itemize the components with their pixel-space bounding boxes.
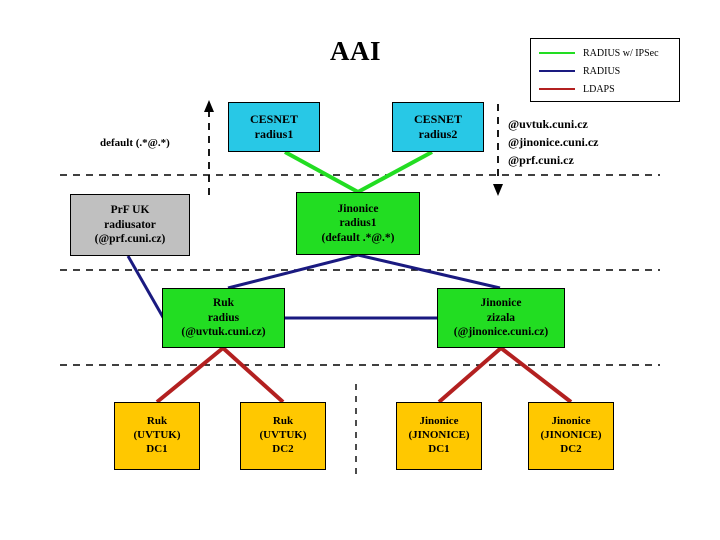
link-ipsec-cesnet1-jinonice [284, 150, 359, 194]
node-prf-uk-radiusator: PrF UK radiusator (@prf.cuni.cz) [70, 194, 190, 256]
legend-item-radius: RADIUS [531, 62, 679, 80]
node-line: radius2 [418, 127, 458, 141]
link-ldaps-jinonice-dc2 [499, 346, 573, 404]
node-line: radiusator [104, 218, 156, 231]
node-line: (default .*@.*) [321, 231, 395, 244]
link-ipsec-cesnet2-jinonice [357, 150, 433, 194]
link-radius-jinonice-zizala [357, 253, 501, 290]
node-line: Jinonice [419, 415, 459, 428]
domain-jinonice: @jinonice.cuni.cz [508, 135, 599, 149]
node-line: (UVTUK) [133, 429, 181, 442]
page-title: AAI [330, 36, 382, 66]
legend: RADIUS w/ IPSec RADIUS LDAPS [530, 38, 680, 102]
node-line: radius [207, 311, 240, 324]
legend-label-radius: RADIUS [583, 65, 621, 77]
node-line: PrF UK [110, 204, 150, 217]
link-radius-jinonice-ruk [227, 253, 359, 290]
domain-uvtuk: @uvtuk.cuni.cz [508, 117, 588, 131]
node-cesnet-radius1: CESNET radius1 [228, 102, 320, 152]
node-line: zizala [486, 311, 516, 324]
node-jinonice-dc1: Jinonice (JINONICE) DC1 [396, 402, 482, 470]
node-jinonice-dc2: Jinonice (JINONICE) DC2 [528, 402, 614, 470]
node-line: DC2 [272, 442, 294, 455]
node-line: (JINONICE) [540, 429, 602, 442]
legend-item-ldaps: LDAPS [531, 80, 679, 98]
legend-swatch-ldaps [539, 88, 575, 90]
node-ruk-uvtuk-dc2: Ruk (UVTUK) DC2 [240, 402, 326, 470]
node-line: CESNET [249, 112, 299, 126]
node-line: radius1 [254, 127, 294, 141]
legend-label-ldaps: LDAPS [583, 83, 615, 95]
domain-prf: @prf.cuni.cz [508, 153, 574, 167]
node-line: Jinonice [337, 202, 379, 215]
default-rule-label: default (.*@.*) [100, 137, 170, 149]
domain-list: @uvtuk.cuni.cz @jinonice.cuni.cz @prf.cu… [508, 115, 599, 169]
node-jinonice-radius1: Jinonice radius1 (default .*@.*) [296, 192, 420, 255]
node-line: Jinonice [480, 297, 522, 310]
node-line: DC1 [428, 442, 450, 455]
node-line: (@uvtuk.cuni.cz) [181, 326, 266, 339]
node-ruk-uvtuk-dc1: Ruk (UVTUK) DC1 [114, 402, 200, 470]
node-line: (@prf.cuni.cz) [94, 233, 166, 246]
node-line: Ruk [212, 297, 235, 310]
legend-swatch-radius-ipsec [539, 52, 575, 54]
link-ldaps-ruk-dc1 [155, 346, 225, 404]
node-line: (@jinonice.cuni.cz) [453, 326, 549, 339]
dashed-arrow-down-head [493, 184, 503, 196]
node-jinonice-zizala: Jinonice zizala (@jinonice.cuni.cz) [437, 288, 565, 348]
dashed-arrow-up-head [204, 100, 214, 112]
node-line: (UVTUK) [259, 429, 307, 442]
link-ldaps-jinonice-dc1 [437, 346, 503, 404]
node-line: Ruk [272, 415, 294, 428]
node-cesnet-radius2: CESNET radius2 [392, 102, 484, 152]
node-line: DC1 [146, 442, 168, 455]
node-line: CESNET [413, 112, 463, 126]
legend-swatch-radius [539, 70, 575, 72]
node-line: (JINONICE) [408, 429, 470, 442]
legend-label-radius-ipsec: RADIUS w/ IPSec [583, 47, 659, 59]
node-line: DC2 [560, 442, 582, 455]
node-line: radius1 [339, 217, 377, 230]
legend-item-radius-ipsec: RADIUS w/ IPSec [531, 44, 679, 62]
node-ruk-radius: Ruk radius (@uvtuk.cuni.cz) [162, 288, 285, 348]
node-line: Ruk [146, 415, 168, 428]
node-line: Jinonice [551, 415, 591, 428]
link-ldaps-ruk-dc2 [221, 346, 285, 404]
